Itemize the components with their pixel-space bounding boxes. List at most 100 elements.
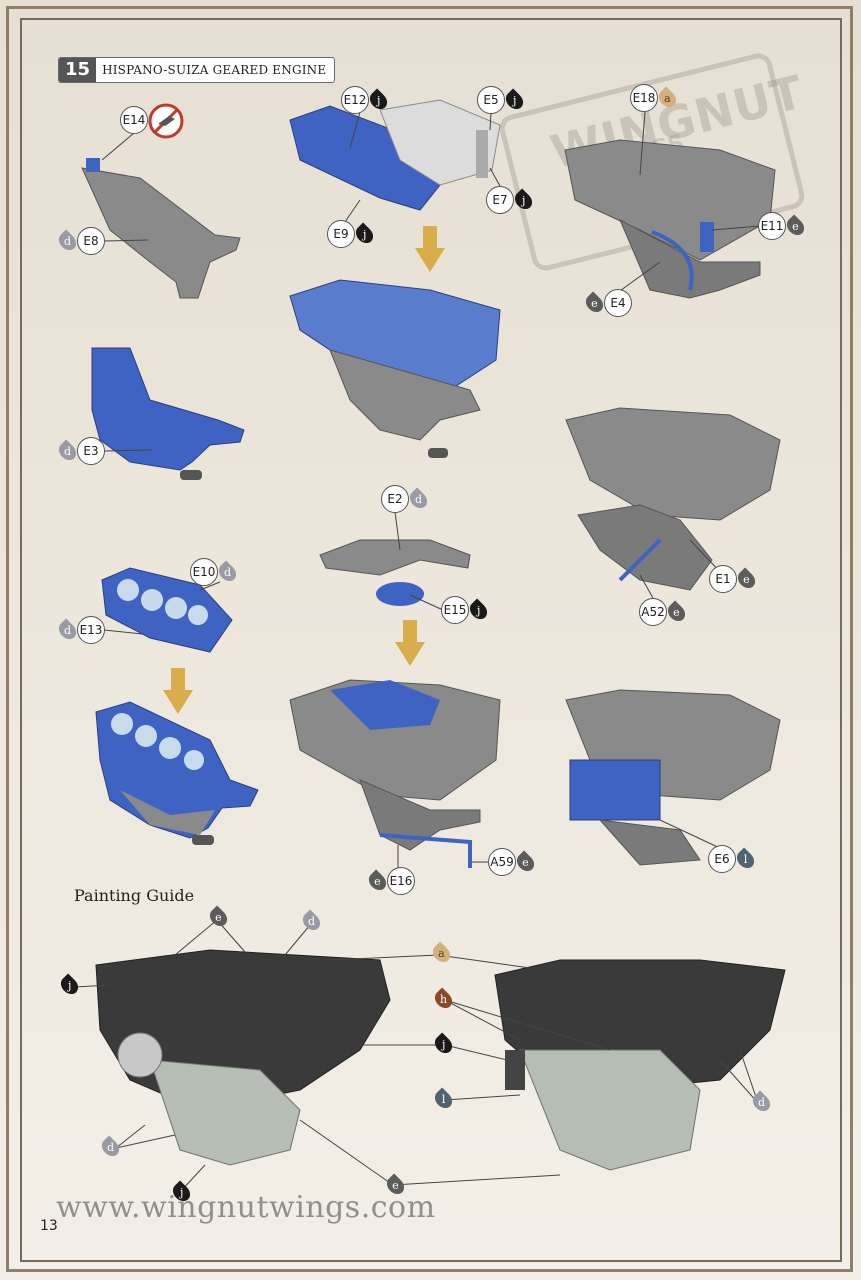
part-number: E11 — [758, 212, 786, 240]
paint-drop-icon: d — [55, 228, 80, 254]
paint-drop-icon: j — [366, 87, 391, 113]
paint-drop-icon: e — [513, 849, 538, 875]
paint-drop-icon: d — [749, 1090, 774, 1115]
painting-guide-left-engine — [95, 949, 391, 1166]
part-number: E13 — [77, 616, 105, 644]
callout-e13: d E13 — [55, 616, 105, 644]
callout-e12: E12 j — [341, 86, 391, 114]
part-number: E1 — [709, 565, 737, 593]
down-arrow-3 — [163, 668, 193, 714]
callout-e6: E6 l — [708, 845, 758, 873]
part-number: A52 — [639, 598, 667, 626]
down-arrow-1 — [415, 226, 445, 272]
step-number: 15 — [59, 58, 97, 82]
engine-stage-6-illustration — [565, 689, 781, 866]
callout-e5: E5 j — [477, 86, 527, 114]
engine-stage-4-illustration — [564, 139, 776, 299]
part-number: E8 — [77, 227, 105, 255]
paint-drop-icon: e — [365, 868, 390, 894]
callout-e10: E10 d — [190, 558, 240, 586]
callout-e7: E7 j — [486, 186, 536, 214]
paint-marker: e — [206, 905, 231, 930]
page-number: 13 — [40, 1218, 58, 1234]
callout-e9: E9 j — [327, 220, 377, 248]
paint-drop-icon: a — [655, 85, 680, 111]
callout-a52: A52 e — [639, 598, 689, 626]
paint-drop-icon: j — [466, 597, 491, 623]
paint-drop-icon: j — [352, 221, 377, 247]
callout-e16: e E16 — [365, 867, 415, 895]
step-header: 15 HISPANO-SUIZA GEARED ENGINE — [58, 57, 336, 83]
down-arrow-2 — [395, 620, 425, 666]
part-number: E14 — [120, 106, 148, 134]
paint-drop-icon: d — [406, 486, 431, 512]
part-number: E3 — [77, 437, 105, 465]
paint-drop-icon: e — [664, 599, 689, 625]
part-number: E4 — [604, 289, 632, 317]
paint-marker: d — [299, 909, 324, 934]
manifold-e2-illustration — [319, 539, 471, 606]
paint-drop-icon: e — [582, 290, 607, 316]
callout-e11: E11 e — [758, 212, 808, 240]
part-e8-illustration — [81, 158, 241, 299]
paint-drop-icon: j — [502, 87, 527, 113]
leader-lines — [74, 111, 761, 1193]
engine-stage-2-illustration — [289, 279, 501, 458]
part-number: A59 — [488, 848, 516, 876]
part-e3-illustration — [91, 347, 245, 480]
paint-marker: j — [57, 973, 82, 998]
part-number: E7 — [486, 186, 514, 214]
painting-guide-title: Painting Guide — [74, 886, 195, 905]
part-number: E10 — [190, 558, 218, 586]
callout-a59: A59 e — [488, 848, 538, 876]
paint-drop-icon: d — [55, 617, 80, 643]
callout-e3: d E3 — [55, 437, 105, 465]
paint-marker: d — [749, 1090, 774, 1115]
callout-e14: E14 — [120, 106, 148, 134]
sump-assembly-illustration — [95, 701, 259, 845]
paint-drop-icon: j — [431, 1032, 456, 1057]
cylinder-block-illustration — [289, 99, 501, 211]
paint-marker: a — [429, 941, 454, 966]
part-number: E5 — [477, 86, 505, 114]
website-footer: www.wingnutwings.com — [56, 1190, 436, 1225]
paint-drop-icon: e — [206, 905, 231, 930]
engine-stage-5-illustration — [565, 407, 781, 591]
paint-drop-icon: e — [734, 566, 759, 592]
engine-stage-3-illustration — [289, 679, 501, 868]
paint-marker: d — [98, 1135, 123, 1160]
callout-e8: d E8 — [55, 227, 105, 255]
paint-drop-icon: h — [431, 987, 456, 1012]
paint-drop-icon: d — [215, 559, 240, 585]
paint-drop-icon: j — [57, 973, 82, 998]
paint-drop-icon: l — [431, 1087, 456, 1112]
part-number: E2 — [381, 485, 409, 513]
part-number: E12 — [341, 86, 369, 114]
paint-drop-icon: d — [55, 438, 80, 464]
inner-border — [20, 18, 842, 1262]
step-title: HISPANO-SUIZA GEARED ENGINE — [102, 63, 327, 77]
part-number: E9 — [327, 220, 355, 248]
paint-drop-icon: l — [733, 846, 758, 872]
no-glue-icon — [148, 103, 184, 139]
callout-e15: E15 j — [441, 596, 491, 624]
callout-e18: E18 a — [630, 84, 680, 112]
paint-marker: j — [431, 1032, 456, 1057]
callout-e4: e E4 — [582, 289, 632, 317]
paint-marker: h — [431, 987, 456, 1012]
painting-guide-right-engine — [494, 959, 786, 1171]
paint-drop-icon: j — [511, 187, 536, 213]
callout-e1: E1 e — [709, 565, 759, 593]
part-e10-e13-illustration — [101, 567, 233, 653]
paint-drop-icon: a — [429, 941, 454, 966]
paint-drop-icon: e — [783, 213, 808, 239]
part-number: E15 — [441, 596, 469, 624]
paint-drop-icon: d — [98, 1135, 123, 1160]
outer-border — [6, 6, 853, 1272]
paint-marker: l — [431, 1087, 456, 1112]
callout-e2: E2 d — [381, 485, 431, 513]
paint-drop-icon: d — [299, 909, 324, 934]
part-number: E16 — [387, 867, 415, 895]
part-number: E6 — [708, 845, 736, 873]
